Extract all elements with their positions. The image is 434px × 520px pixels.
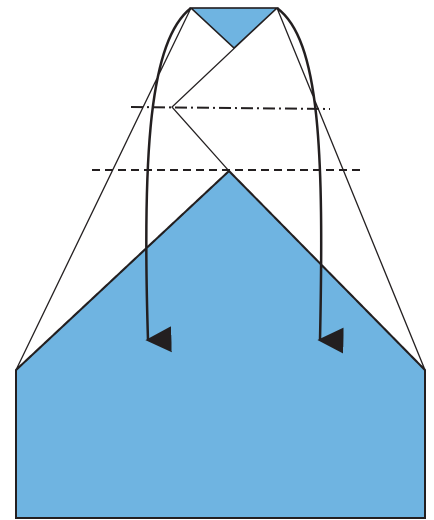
right-fold-arrow: [276, 6, 344, 354]
valley-fold-right-diagonal: [228, 170, 426, 371]
valley-fold-edges: [15, 170, 426, 371]
paper-outline: [15, 7, 426, 371]
left-fold-arrow: [144, 7, 192, 353]
mountain-fold-line: [130, 106, 331, 110]
inner-diagonal-crease: [190, 7, 235, 49]
inner-zigzag-crease: [171, 7, 278, 172]
valley-fold-left-diagonal: [15, 170, 230, 371]
right-outer-edge: [276, 7, 426, 371]
top-colored-triangle: [189, 7, 279, 50]
colored-pentagon-face: [15, 169, 426, 519]
left-outer-edge: [15, 7, 192, 371]
